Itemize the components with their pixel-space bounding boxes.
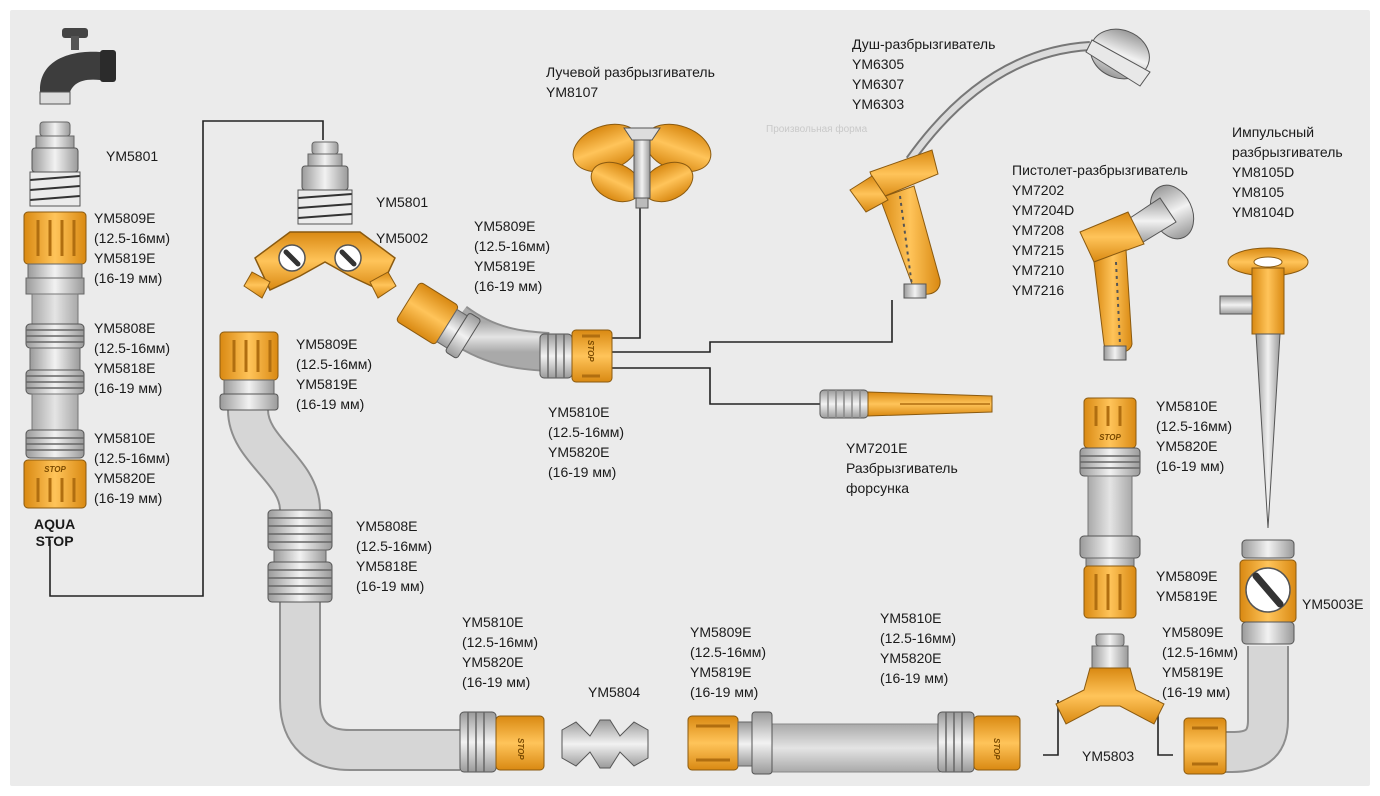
quick-connector-ym5809e xyxy=(23,211,87,295)
label-left-repair: YM5808E(12.5-16мм)YM5818E(16-19 мм) xyxy=(94,320,171,396)
label-bottom-right-stop: YM5810E(12.5-16мм)YM5820E(16-19 мм) xyxy=(880,610,957,686)
stop-mark: STOP xyxy=(44,465,66,474)
right-bottom-quick-connector-ym5809e xyxy=(1183,717,1227,775)
ghost-watermark-text: Произвольная форма xyxy=(766,124,868,135)
label-mid-quick: YM5809E(12.5-16мм)YM5819E(16-19 мм) xyxy=(474,218,551,294)
right-bottom-hose xyxy=(1214,646,1289,773)
y-splitter-ym5002 xyxy=(243,231,397,299)
ray-sprinkler-icon xyxy=(572,123,712,209)
connector-ym5804 xyxy=(561,719,649,769)
bottom-quick-connector-ym5809e xyxy=(687,711,773,775)
hose-repair-coupling-ym5808e xyxy=(267,509,333,603)
label-tap-adapter: YM5801 xyxy=(106,148,159,164)
impulse-sprinkler-icon xyxy=(1219,247,1309,529)
aqua-stop-connector-ym5810e: STOP xyxy=(23,429,87,509)
right-quick-connector-ym5809e xyxy=(1079,535,1141,619)
label-y-splitter: YM5002 xyxy=(376,230,429,246)
stop-mark: STOP xyxy=(516,738,525,760)
repair-coupling-ym5808e xyxy=(25,293,85,431)
bottom-hose xyxy=(769,723,941,773)
stop-mark: STOP xyxy=(586,340,595,362)
label-left-quick: YM5809E(12.5-16мм)YM5819E(16-19 мм) xyxy=(94,210,171,286)
tap-icon xyxy=(39,28,116,105)
nozzle-sprinkler-icon xyxy=(819,389,993,419)
bottom-right-stop-connector-ym5810e: STOP xyxy=(937,711,1021,773)
label-three-way: YM5803 xyxy=(1082,748,1135,764)
connector-lines xyxy=(49,120,1173,756)
label-bottom-left-stop: YM5810E(12.5-16мм)YM5820E(16-19 мм) xyxy=(462,614,539,690)
center-stop-connector-ym5810e: STOP xyxy=(539,329,613,383)
label-hose-repair: YM5808E(12.5-16мм)YM5818E(16-19 мм) xyxy=(356,518,433,594)
label-bottom-quick: YM5809E(12.5-16мм)YM5819E(16-19 мм) xyxy=(690,624,767,700)
label-right-stop: YM5810E(12.5-16мм)YM5820E(16-19 мм) xyxy=(1156,398,1233,474)
label-valve: YM5003E xyxy=(1302,596,1364,612)
label-y-adapter: YM5801 xyxy=(376,194,429,210)
tap-adapter-ym5801 xyxy=(29,121,81,207)
right-stop-connector-ym5810e: STOP xyxy=(1079,397,1141,537)
pistol-sprinkler-icon xyxy=(1079,184,1195,361)
label-right-bottom-quick: YM5809E(12.5-16мм)YM5819E(16-19 мм) xyxy=(1162,624,1239,700)
hose-quick-connector-ym5809e xyxy=(219,331,279,411)
label-center-stop: YM5810E(12.5-16мм)YM5820E(16-19 мм) xyxy=(548,404,625,480)
three-way-ym5803 xyxy=(1055,633,1165,725)
label-hose-quick: YM5809E(12.5-16мм)YM5819E(16-19 мм) xyxy=(296,336,373,412)
valve-ym5003e xyxy=(1239,539,1297,645)
y-adapter-ym5801 xyxy=(297,141,353,225)
mid-quick-connector-ym5809e xyxy=(396,282,481,359)
bottom-left-stop-connector-ym5810e: STOP xyxy=(459,711,545,773)
label-connector: YM5804 xyxy=(588,684,641,700)
label-left-stop: YM5810E(12.5-16мм)YM5820E(16-19 мм) xyxy=(94,430,171,506)
stop-mark: STOP xyxy=(992,738,1001,760)
stop-mark: STOP xyxy=(1099,433,1121,442)
shower-sprinkler-icon xyxy=(849,28,1151,299)
